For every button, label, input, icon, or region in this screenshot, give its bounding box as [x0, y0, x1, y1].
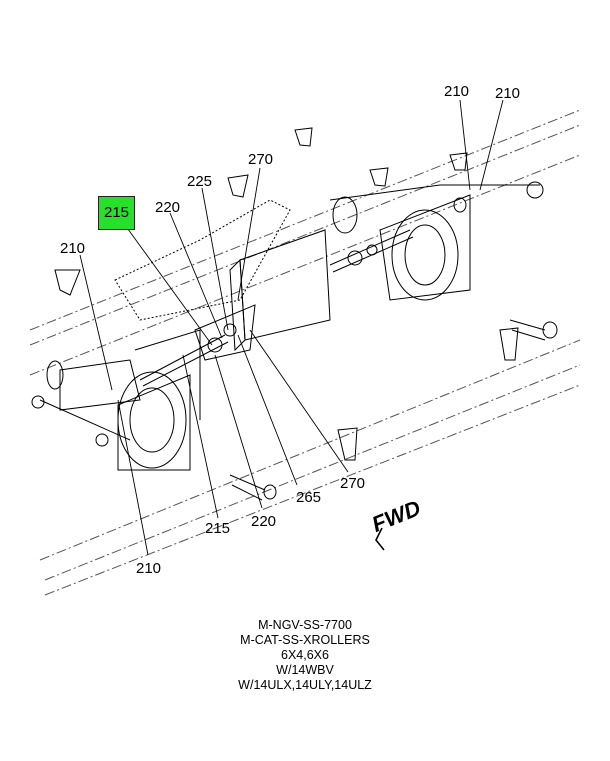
callout-265: 265	[296, 489, 322, 506]
callout-270-bot: 270	[340, 475, 366, 492]
leader-lines	[79, 99, 504, 556]
caption-line-1: M-NGV-SS-7700	[258, 618, 352, 632]
callout-210-top-b: 210	[495, 85, 521, 102]
callout-215-highlighted[interactable]: 215	[98, 196, 136, 230]
frame-rails	[29, 109, 581, 596]
callout-210-left: 210	[60, 240, 86, 257]
rear-axle-housing	[31, 329, 201, 471]
forward-axle-housing	[329, 181, 544, 301]
fwd-arrow-icon	[375, 527, 385, 551]
callout-270-top: 270	[248, 151, 274, 168]
caption-line-2: M-CAT-SS-XROLLERS	[240, 633, 370, 647]
callout-220-bot: 220	[251, 513, 277, 530]
caption-line-5: W/14ULX,14ULY,14ULZ	[238, 678, 372, 692]
callout-215-bot: 215	[205, 520, 231, 537]
callout-210-top-a: 210	[444, 83, 470, 100]
caption-line-3: 6X4,6X6	[281, 648, 329, 662]
cross-member	[114, 199, 331, 361]
torque-rods	[139, 229, 414, 387]
drive-shafts	[229, 319, 558, 501]
caption-line-4: W/14WBV	[276, 663, 334, 677]
callout-220-top: 220	[155, 199, 181, 216]
rail-brackets	[54, 127, 519, 461]
callout-225: 225	[187, 173, 213, 190]
diagram-caption: M-NGV-SS-7700 M-CAT-SS-XROLLERS 6X4,6X6 …	[0, 618, 610, 693]
callout-210-bot: 210	[136, 560, 162, 577]
